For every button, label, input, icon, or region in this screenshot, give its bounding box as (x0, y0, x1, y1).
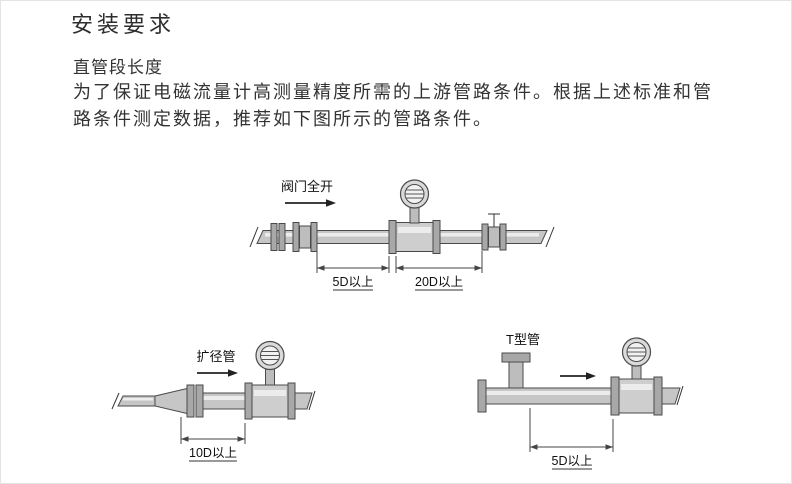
dimension-5d: 5D以上 (529, 408, 614, 470)
reducer-label: 扩径管 (196, 349, 235, 364)
flange-joint (270, 223, 286, 251)
meter-gauge-icon (399, 179, 430, 209)
meter-neck (631, 364, 642, 380)
dimension-5d: 5D以上 (316, 252, 390, 291)
flow-meter (610, 337, 663, 416)
flow-arrow-icon (560, 372, 596, 380)
dimension-20d: 20D以上 (395, 251, 483, 291)
diagram-valve-fully-open: 阀门全开 (249, 179, 555, 291)
dim-5d-label: 5D以上 (552, 454, 593, 468)
flow-meter (388, 179, 441, 254)
diagram-reducer-pipe: 扩径管 (111, 340, 316, 462)
meter-neck (265, 368, 275, 386)
diagram-tee-pipe: T型管 (477, 332, 684, 470)
section-body: 为了保证电磁流量计高测量精度所需的上游管路条件。根据上述标准和管路条件测定数据，… (73, 82, 713, 129)
pipe-run (485, 385, 684, 406)
flow-meter (244, 340, 296, 420)
downstream-valve (481, 213, 507, 251)
dim-5d-label: 5D以上 (333, 275, 374, 289)
tee-branch (501, 352, 531, 389)
page-title: 安装要求 (71, 12, 176, 37)
section-subtitle: 直管段长度 (73, 58, 163, 77)
valve-open-label: 阀门全开 (281, 179, 333, 194)
dimension-10d: 10D以上 (180, 417, 246, 462)
expansion-cone (154, 387, 188, 415)
inlet-flange (477, 379, 487, 413)
flange-joint (186, 384, 204, 418)
meter-gauge-icon (255, 340, 285, 371)
pipe-run (111, 387, 316, 415)
upstream-valve (292, 222, 318, 252)
flow-arrow-icon (285, 199, 336, 207)
dim-20d-label: 20D以上 (415, 275, 463, 289)
meter-gauge-icon (621, 337, 652, 367)
dim-10d-label: 10D以上 (189, 446, 237, 460)
tee-label: T型管 (506, 332, 540, 347)
flow-arrow-icon (197, 369, 238, 377)
